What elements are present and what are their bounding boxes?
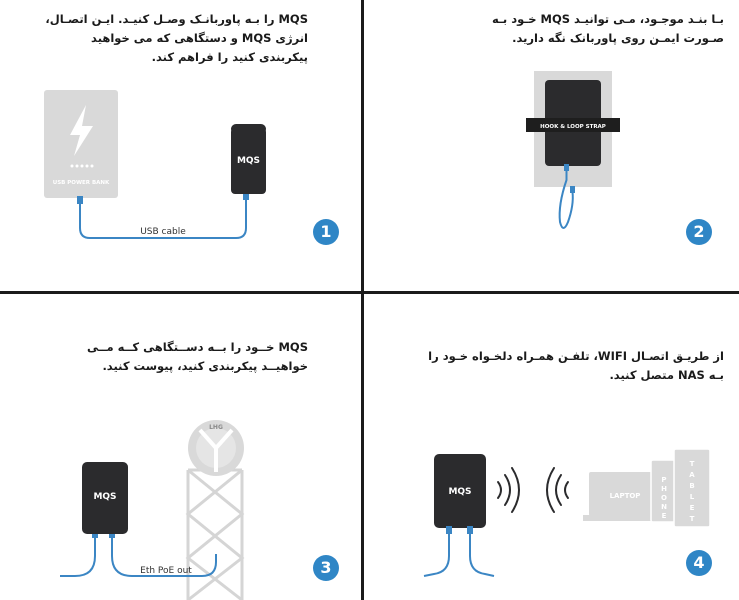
tower <box>185 468 245 600</box>
step-2-illustration: HOOK & LOOP STRAP <box>526 71 620 229</box>
step-4-number: 4 <box>686 550 712 576</box>
cable-label: USB cable <box>140 227 186 237</box>
horizontal-divider <box>0 291 739 294</box>
step-2-number: 2 <box>686 219 712 245</box>
step-4-caption: از طریـق اتصـال WIFI، تلفـن همـراه دلخـو… <box>428 349 724 382</box>
mqs-label: MQS <box>237 156 260 166</box>
step-3-number: 3 <box>313 555 339 581</box>
lightning-icon <box>70 105 93 156</box>
step-1-illustration: USB POWER BANK USB cable MQS <box>44 90 266 239</box>
strap-label: HOOK & LOOP STRAP <box>540 124 606 130</box>
vertical-divider <box>361 0 364 600</box>
phone: PHONE <box>650 459 678 523</box>
step-2-panel: بـا بنـد موجـود، مـی توانیـد MQS خـود بـ… <box>364 0 739 291</box>
strap <box>526 118 620 132</box>
step-1-panel: MQS را بـه پاوربانـک وصـل کنیـد. ایـن ات… <box>0 0 361 291</box>
step-4-illustration: MQS LAPTOP PHONE TABLET <box>423 448 711 577</box>
cable-label: Eth PoE out <box>140 566 192 576</box>
mqs-label: MQS <box>448 487 471 497</box>
mqs-device: MQS <box>82 462 128 534</box>
step-1-caption: MQS را بـه پاوربانـک وصـل کنیـد. ایـن ات… <box>45 12 308 64</box>
usb-cable <box>79 196 247 239</box>
mqs-device: MQS <box>231 124 266 194</box>
tablet-label: TABLET <box>688 460 696 526</box>
mqs-device: MQS <box>434 454 486 528</box>
laptop: LAPTOP <box>583 472 667 521</box>
step-3-panel: MQS خــود را بــه دســتگاهی کــه مــی خو… <box>0 294 361 600</box>
step-3-illustration: LHG Eth PoE out MQS <box>60 420 245 600</box>
phone-label: PHONE <box>660 476 668 521</box>
lhg-label: LHG <box>209 424 223 431</box>
power-bank: USB POWER BANK <box>44 90 118 198</box>
cable <box>558 170 574 229</box>
laptop-label: LAPTOP <box>610 492 641 500</box>
step-1-number: 1 <box>313 219 339 245</box>
eth-cable <box>60 534 96 577</box>
wifi-waves-icon <box>497 467 569 513</box>
step-4-panel: از طریـق اتصـال WIFI، تلفـن همـراه دلخـو… <box>364 294 739 600</box>
mqs-label: MQS <box>93 492 116 502</box>
tablet: TABLET <box>673 448 711 528</box>
power-bank-label: USB POWER BANK <box>53 180 110 186</box>
step-2-caption: بـا بنـد موجـود، مـی توانیـد MQS خـود بـ… <box>491 12 724 45</box>
lhg-antenna: LHG <box>188 420 244 476</box>
step-3-caption: MQS خــود را بــه دســتگاهی کــه مــی خو… <box>86 340 308 373</box>
